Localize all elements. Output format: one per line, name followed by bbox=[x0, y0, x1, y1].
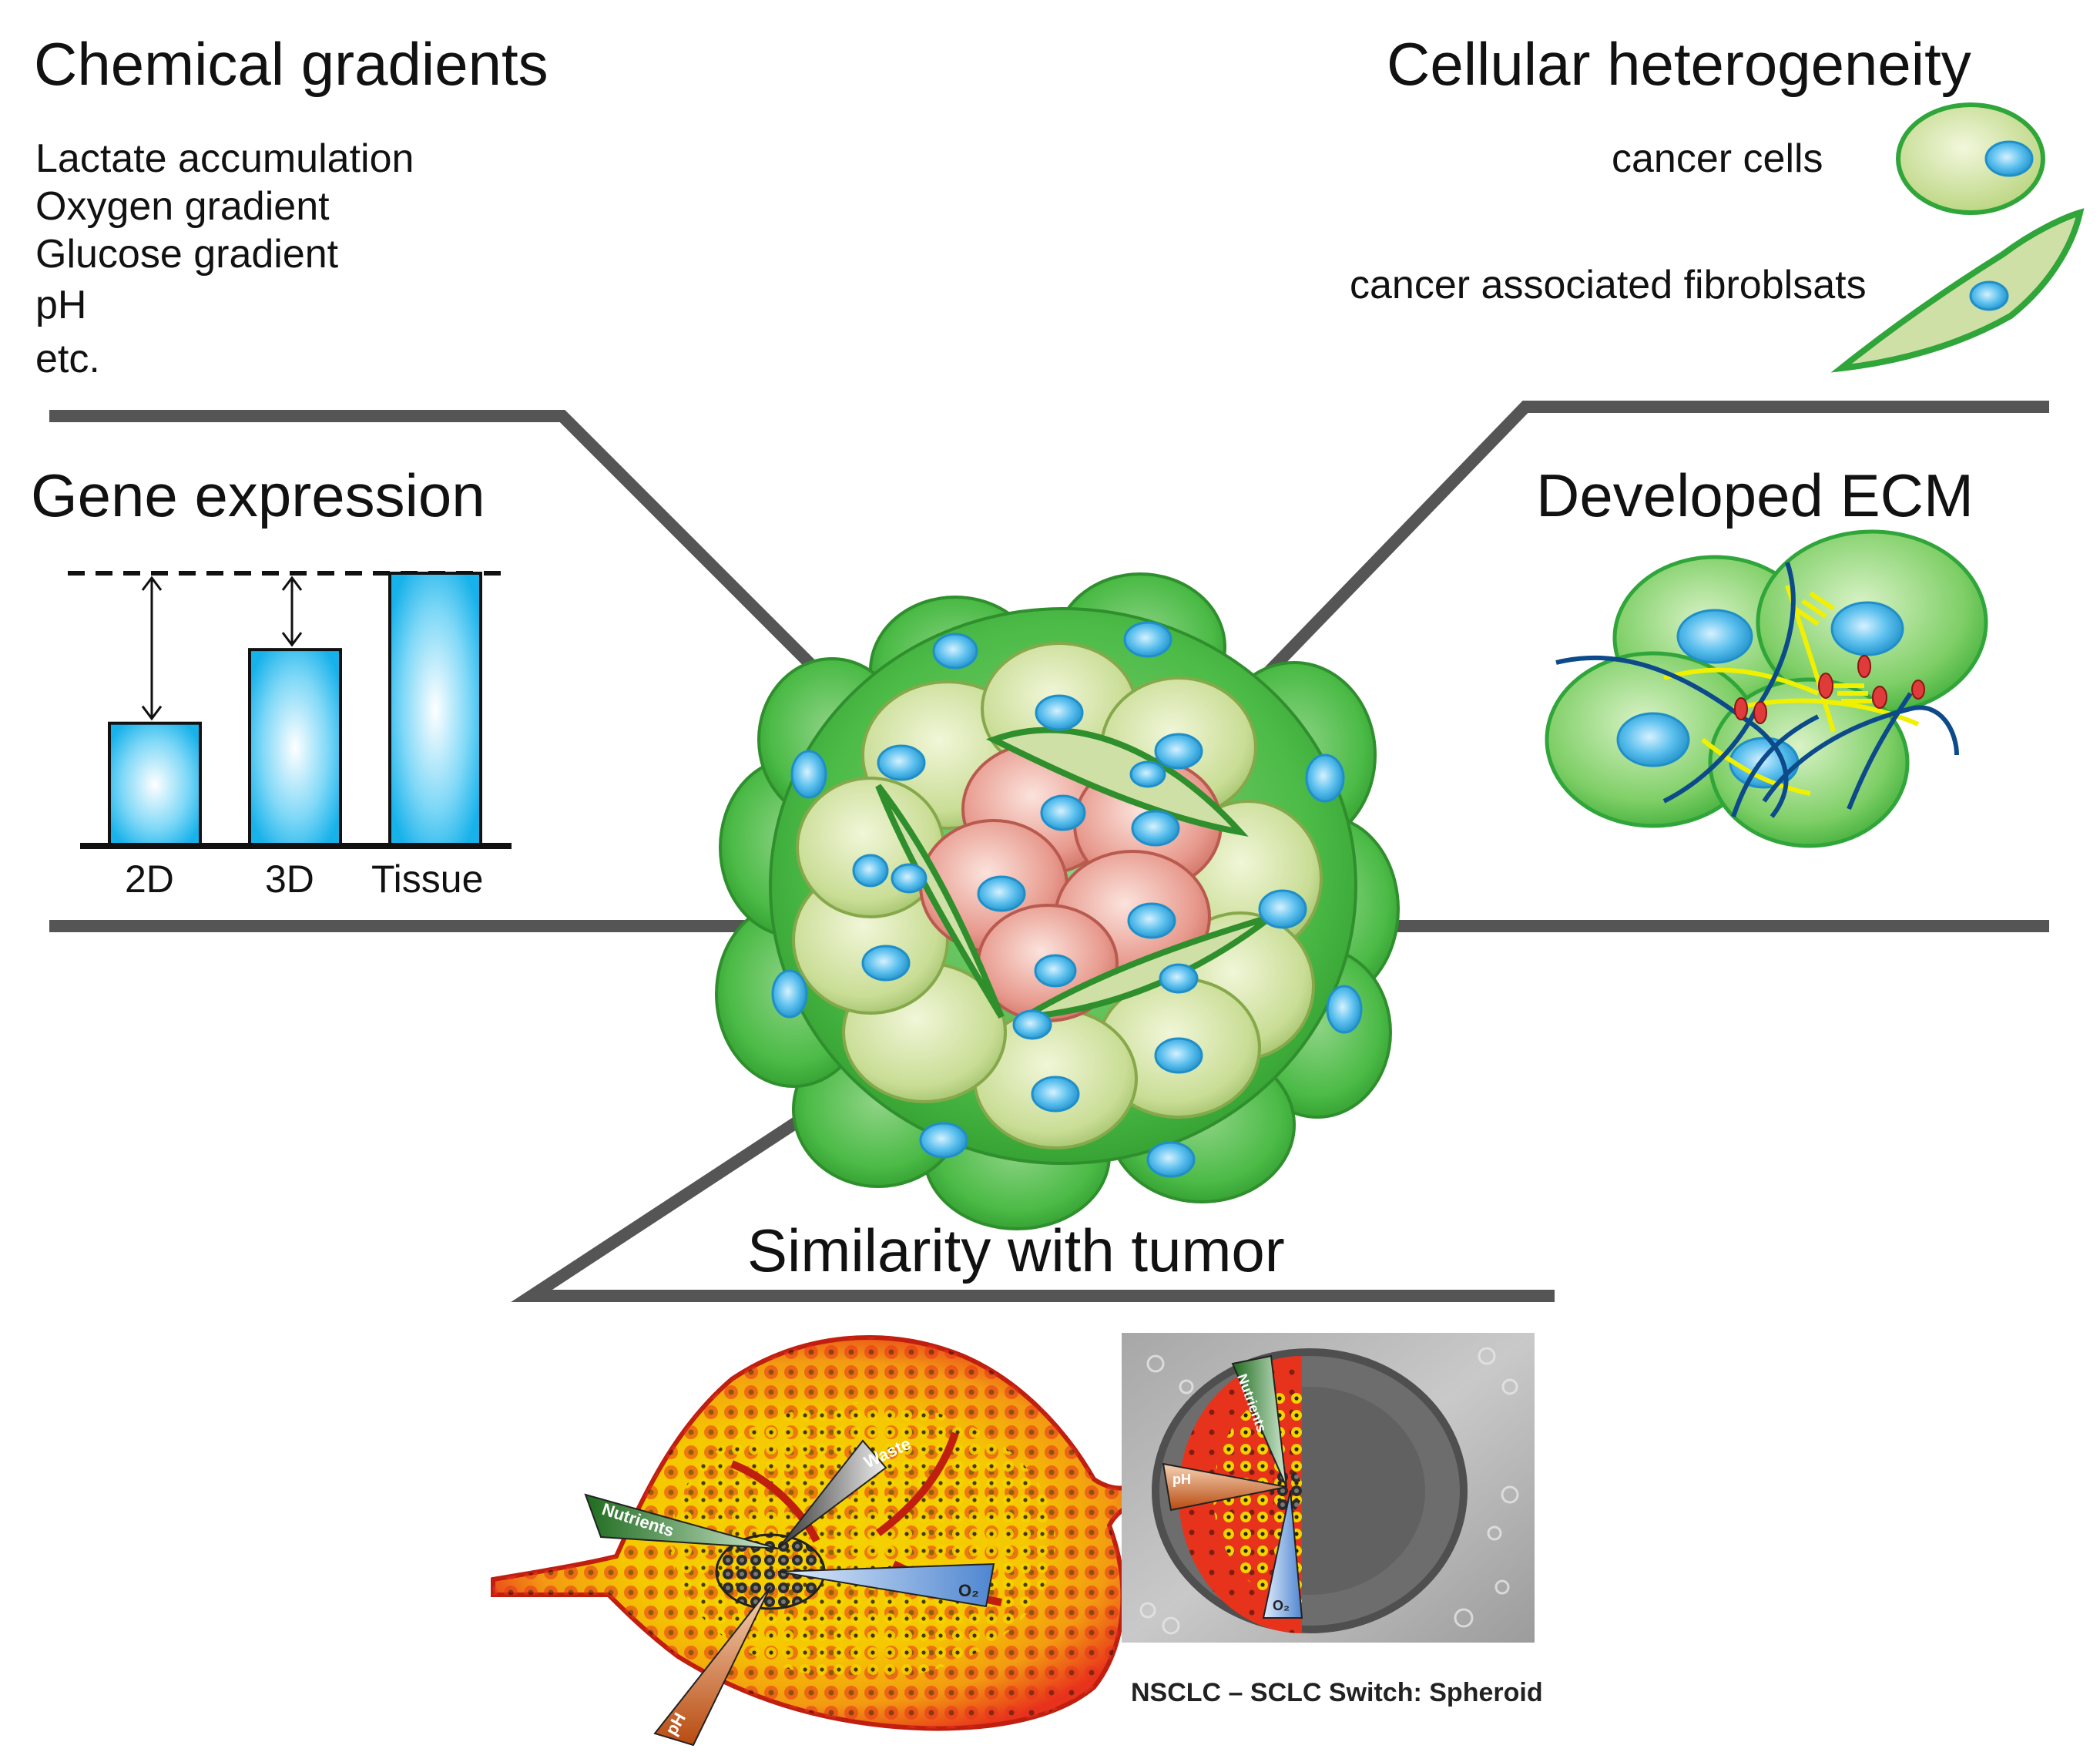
bar-label-3d: 3D bbox=[265, 858, 314, 901]
cancer-cell-icon bbox=[1896, 102, 2045, 215]
chemical-item-oxygen: Oxygen gradient bbox=[35, 184, 330, 229]
arrowhead bbox=[141, 576, 163, 591]
arrowhead bbox=[141, 705, 163, 721]
chemical-item-etc: etc. bbox=[35, 337, 100, 381]
fibroblast-icon bbox=[1830, 208, 2085, 373]
bar-2d bbox=[108, 721, 202, 848]
chemical-item-lactate: Lactate accumulation bbox=[35, 136, 414, 181]
inner-fibroblasts bbox=[875, 727, 1273, 1020]
cancer-cells-label: cancer cells bbox=[1612, 136, 1823, 181]
spheroid-ph-wedge bbox=[1162, 1462, 1287, 1512]
bar-label-tissue: Tissue bbox=[371, 858, 484, 901]
tumor-o2-label: O₂ bbox=[958, 1581, 979, 1600]
gene-expression-chart bbox=[68, 571, 512, 849]
chemical-gradients-title: Chemical gradients bbox=[34, 30, 548, 98]
bar-tissue bbox=[388, 572, 482, 847]
spheroid-o2-wedge bbox=[1262, 1490, 1303, 1619]
nuclei bbox=[771, 621, 1363, 1178]
waste-wedge bbox=[777, 1439, 887, 1549]
cellular-heterogeneity-title: Cellular heterogeneity bbox=[1387, 30, 1971, 98]
arrowhead bbox=[281, 576, 303, 591]
gene-expression-title: Gene expression bbox=[31, 461, 485, 529]
chemical-item-ph: pH bbox=[35, 283, 87, 327]
bar-label-2d: 2D bbox=[125, 858, 174, 901]
nutrients-wedge bbox=[584, 1493, 779, 1549]
spheroid-illustration bbox=[715, 572, 1400, 1230]
caf-label: cancer associated fibroblsats bbox=[1350, 263, 1867, 307]
developed-ecm-title: Developed ECM bbox=[1536, 461, 1974, 529]
o2-wedge bbox=[777, 1562, 995, 1608]
ph-wedge bbox=[653, 1586, 771, 1747]
frame-line-bottom bbox=[511, 1089, 1555, 1302]
ecm-red-links bbox=[1734, 655, 1925, 724]
tumor-illustration: Waste Nutrients O₂ pH bbox=[491, 1335, 1158, 1747]
ecm-illustration bbox=[1545, 529, 1988, 848]
spheroid-micrograph: Nutrients pH O₂ bbox=[1122, 1333, 1535, 1643]
spheroid-nutrients-wedge bbox=[1231, 1354, 1287, 1488]
arrowhead bbox=[281, 632, 303, 647]
spheroid-ph-label: pH bbox=[1172, 1472, 1191, 1487]
spheroid-caption: NSCLC – SCLC Switch: Spheroid bbox=[1131, 1678, 1543, 1707]
chemical-item-glucose: Glucose gradient bbox=[35, 232, 339, 277]
bar-3d bbox=[248, 648, 342, 847]
spheroid-o2-label: O₂ bbox=[1273, 1598, 1290, 1613]
frame-lines bbox=[49, 401, 2049, 1302]
frame-line-top-right bbox=[1243, 401, 2049, 698]
similarity-title: Similarity with tumor bbox=[747, 1217, 1285, 1284]
frame-line-top-left bbox=[49, 410, 860, 713]
